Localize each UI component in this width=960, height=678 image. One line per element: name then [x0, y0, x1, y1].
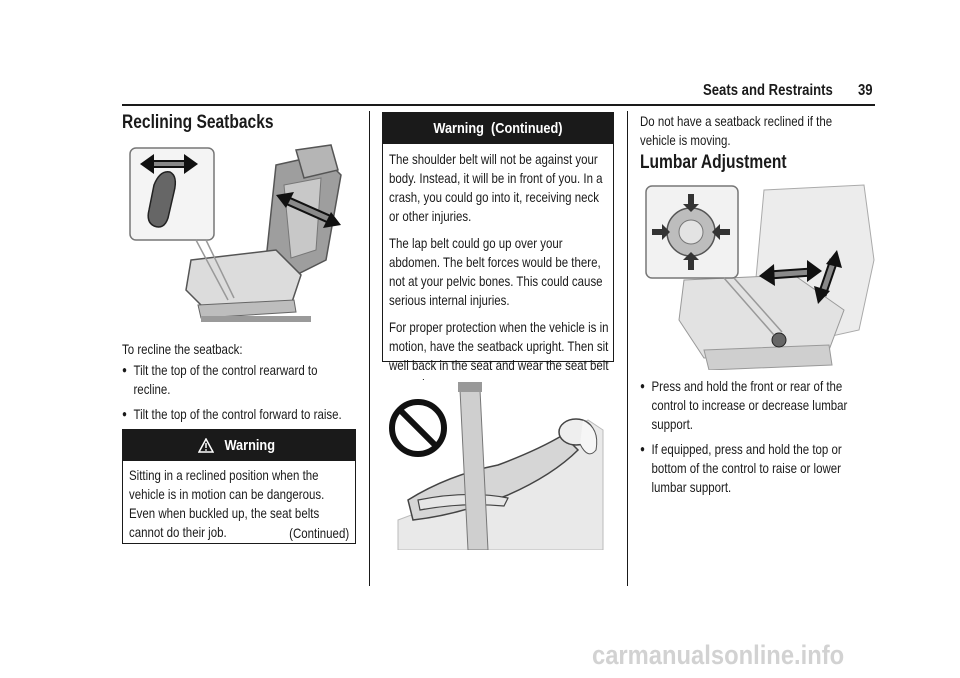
lumbar-control-illustration: [644, 180, 876, 371]
reclining-heading: Reclining Seatbacks: [122, 112, 274, 133]
list-item: Tilt the top of the control forward to r…: [122, 405, 352, 424]
section-title: Seats and Restraints: [703, 82, 833, 99]
seatback-moving-note: Do not have a seatback reclined if the v…: [640, 113, 833, 148]
page-number: 39: [858, 82, 873, 99]
warning-header: Warning: [123, 430, 355, 461]
warning-text: Sitting in a reclined position when the …: [129, 467, 325, 540]
recline-intro: To recline the seatback:: [122, 341, 243, 357]
warning-continued-text: The shoulder belt will not be against yo…: [389, 150, 612, 402]
warning-continued: (Continued): [289, 525, 349, 541]
recline-instructions: Tilt the top of the control rearward to …: [122, 361, 352, 430]
warning-continued-title: Warning (Continued): [433, 120, 563, 137]
warning-paragraph: The lap belt could go up over your abdom…: [389, 235, 603, 308]
column-divider-1: [369, 111, 370, 586]
warning-triangle-icon: [198, 438, 215, 453]
list-item: Press and hold the front or rear of the …: [640, 377, 870, 434]
watermark: carmanualsonline.info: [592, 640, 845, 670]
header-rule: [122, 104, 875, 106]
warning-continued-box: Warning (Continued) The shoulder belt wi…: [382, 112, 614, 392]
warning-box: Warning Sitting in a reclined position w…: [122, 429, 356, 544]
lumbar-instructions: Press and hold the front or rear of the …: [640, 377, 870, 503]
column-divider-2: [627, 111, 628, 586]
seat-recline-illustration: [126, 140, 354, 330]
reclined-passenger-illustration: [388, 380, 606, 551]
list-item: Tilt the top of the control rearward to …: [122, 361, 352, 399]
list-item: If equipped, press and hold the top or b…: [640, 440, 870, 497]
warning-paragraph: The shoulder belt will not be against yo…: [389, 151, 603, 224]
warning-title: Warning: [224, 437, 276, 454]
lumbar-heading: Lumbar Adjustment: [640, 152, 787, 173]
warning-continued-header: Warning (Continued): [383, 113, 613, 144]
